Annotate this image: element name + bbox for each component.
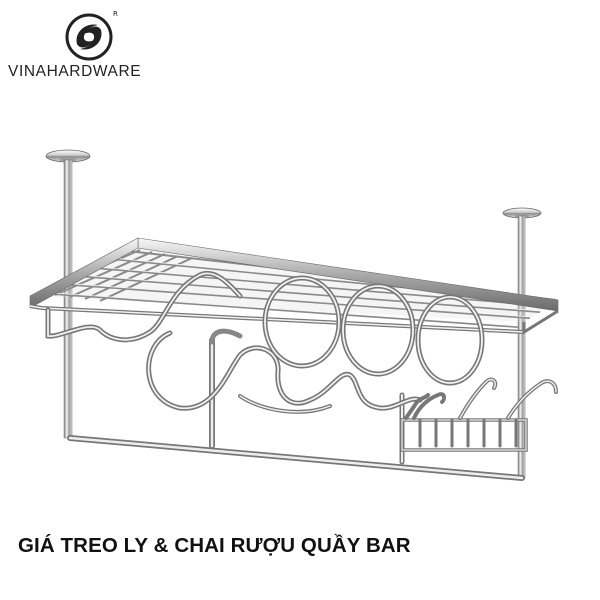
brand-logo: R VINAHARDWARE (0, 0, 200, 90)
swirl-logo-icon (65, 13, 113, 61)
brand-name: VINAHARDWARE (8, 63, 142, 80)
product-image (29, 149, 559, 481)
bottle-rings (262, 275, 485, 386)
product-caption: GIÁ TREO LY & CHAI RƯỢU QUẦY BAR (18, 534, 411, 557)
right-ceiling-mount (502, 207, 542, 479)
registered-mark: R (113, 10, 118, 18)
glass-hanger-wave (45, 270, 243, 343)
bottle-holder-wave (146, 330, 423, 414)
cup-hooks (400, 377, 558, 452)
